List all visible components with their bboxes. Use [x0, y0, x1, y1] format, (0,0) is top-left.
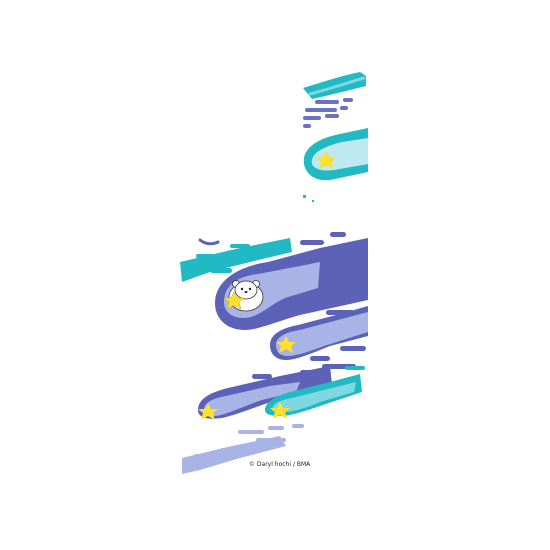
comet-indigo-bear [215, 232, 368, 330]
star-icon [315, 150, 337, 169]
star-icon [198, 403, 218, 420]
copyright-credit: © Daryl hochi / BMA [249, 461, 311, 468]
star-icon [223, 291, 245, 310]
periwinkle-streak-bottom [182, 424, 304, 474]
comet-indigo-lower [198, 366, 332, 420]
streak-dashes-top [303, 98, 353, 128]
teal-streak-left [180, 238, 292, 282]
comet-periwinkle-right [270, 306, 368, 375]
sparkle-dots [303, 195, 314, 202]
star-icon [270, 402, 290, 419]
comet-teal-top [303, 72, 366, 99]
comet-teal-middle [303, 128, 368, 181]
star-icon [276, 336, 296, 353]
polar-bear-icon [223, 280, 264, 312]
comet-teal-lower [265, 366, 365, 419]
